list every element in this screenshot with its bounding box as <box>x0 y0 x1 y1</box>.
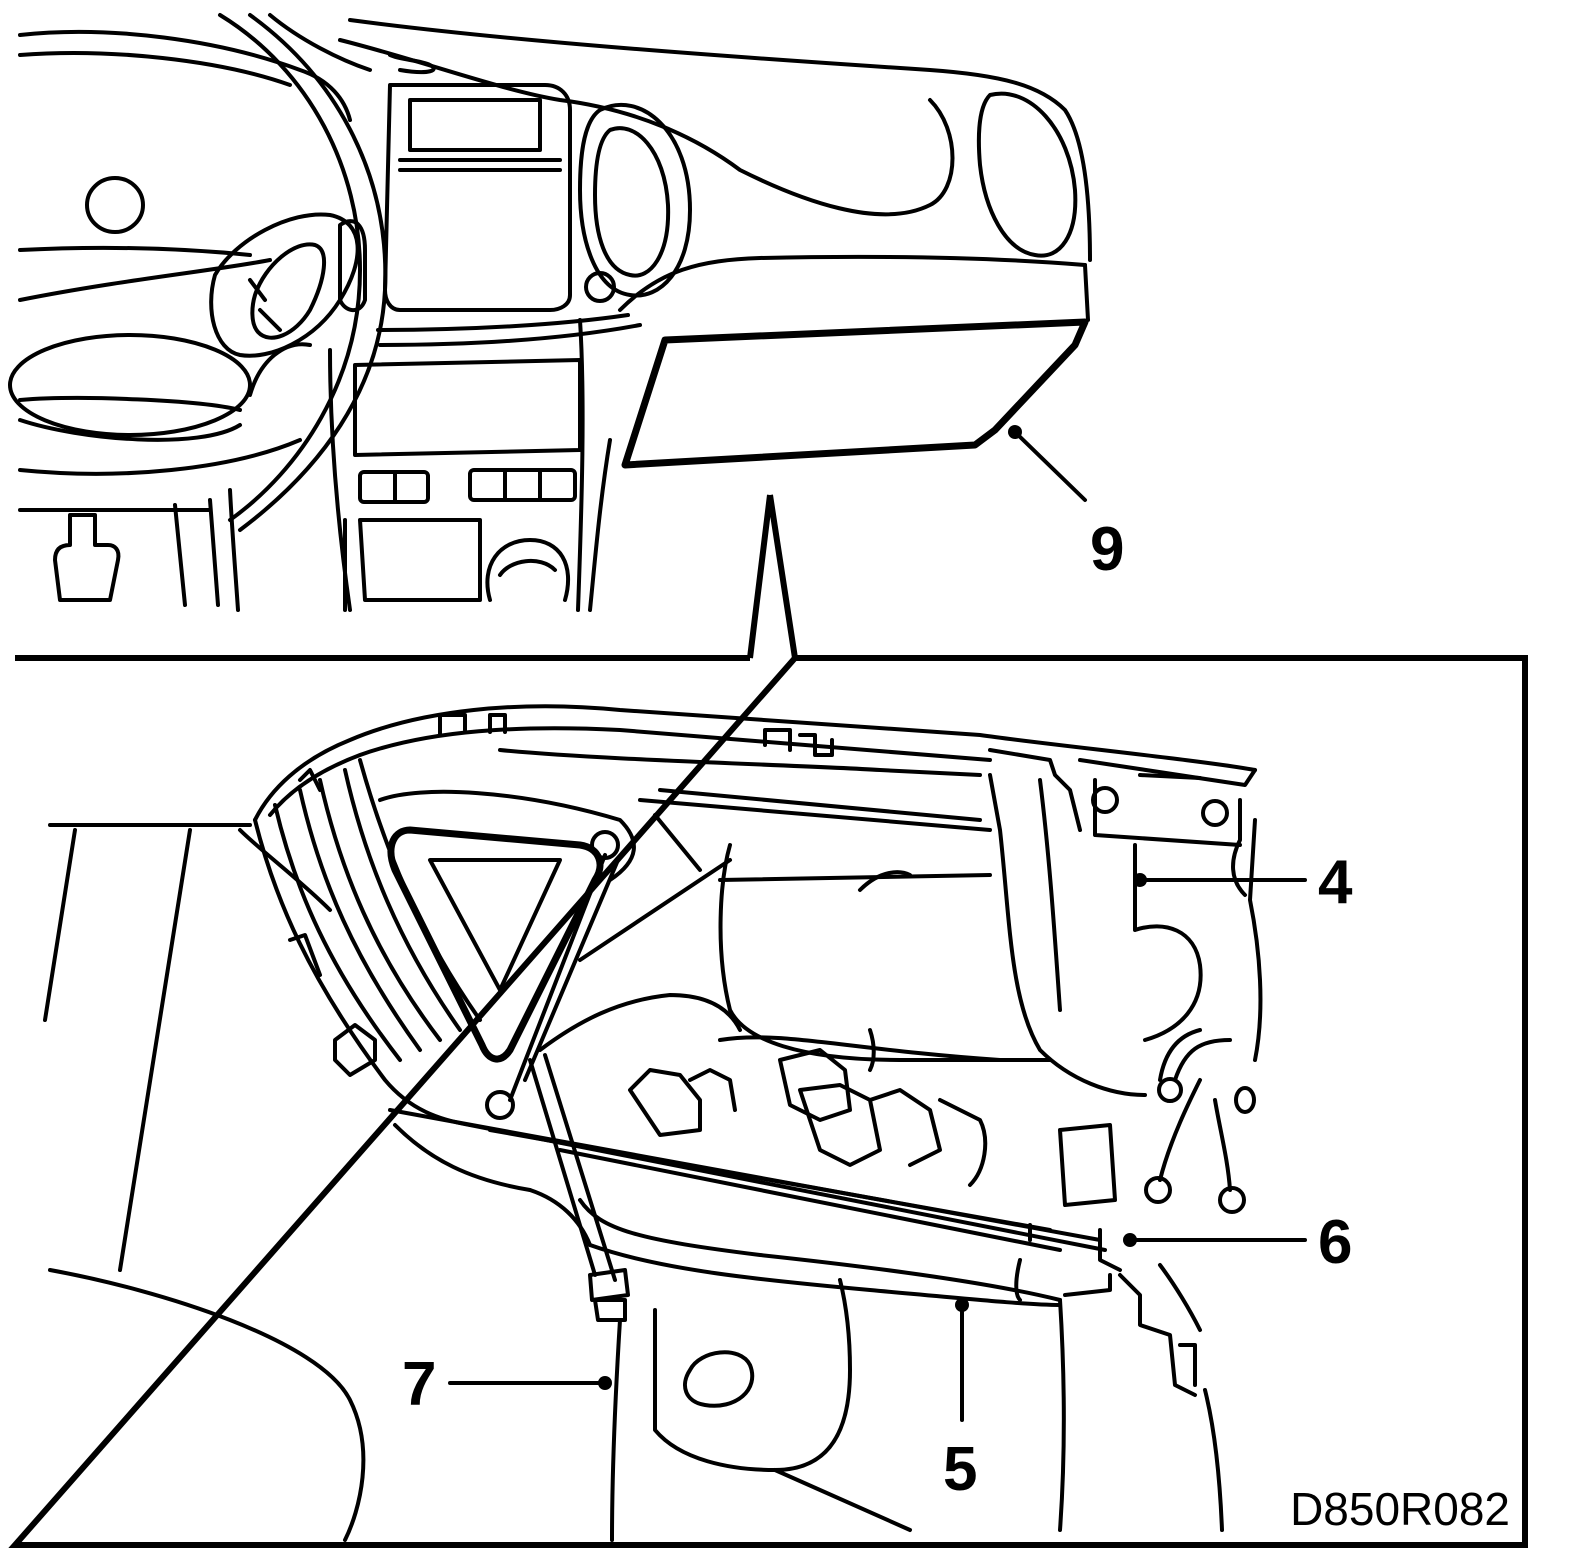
callout-7: 7 <box>402 1350 436 1419</box>
detail-panel: 4 6 7 5 D850R082 <box>8 494 1528 1548</box>
callout-9: 9 <box>1090 515 1124 584</box>
dashboard-overview: 9 <box>8 13 1124 612</box>
callout-6: 6 <box>1318 1208 1352 1277</box>
callout-5: 5 <box>943 1435 977 1504</box>
figure-code: D850R082 <box>1290 1483 1510 1535</box>
callout-4: 4 <box>1318 848 1353 917</box>
